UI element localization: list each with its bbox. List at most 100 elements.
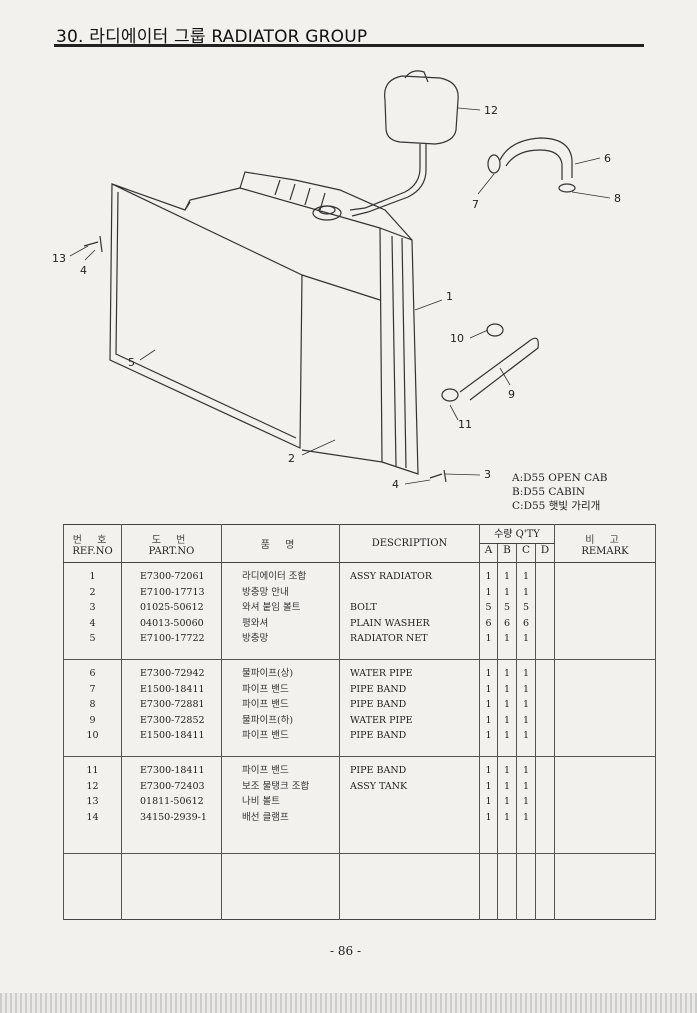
callout-4b: 4 [392,478,399,491]
table-cell: PIPE BAND [350,683,407,695]
scan-edge [0,993,697,1013]
table-cell: 01025-50612 [140,602,204,613]
table-cell: 1 [503,811,511,823]
table-cell: BOLT [350,602,377,613]
table-cell: 와셔 붙임 볼트 [242,602,301,613]
qty-c-head: C [516,543,536,563]
table-cell: 1 [485,796,492,807]
radiator-exploded-diagram: 12 6 8 7 13 4 1 5 10 9 11 2 3 4 [52,70,621,491]
table-cell: 10 [86,730,99,741]
table-cell: 1 [522,633,530,644]
table-cell: E7300-72942 [140,668,205,679]
table-cell: E7100-17722 [140,633,205,644]
legend-a: A:D55 OPEN CAB [512,472,608,484]
table-cell: 4 [89,617,96,629]
table-cell: 1 [522,780,530,792]
table-cell [536,569,554,585]
table-cell: RADIATOR NET [350,633,428,644]
cell-d [535,756,555,854]
lower-hose [459,337,539,401]
table-cell: E7300-18411 [140,765,205,776]
table-cell: 12 [86,780,99,792]
page-title: 30. 라디에이터 그룹 RADIATOR GROUP [56,27,368,47]
callout-1: 1 [446,290,453,303]
cell-remark [554,562,656,660]
overflow-hose [349,144,421,211]
table-cell: 9 [89,714,96,726]
table-cell: PLAIN WASHER [350,617,430,629]
table-cell: 1 [522,796,530,807]
table-cell [536,794,554,810]
table-cell: 방충망 [242,633,269,644]
callout-13: 13 [52,252,66,265]
cell-remark [554,756,656,854]
table-cell: 8 [89,699,96,710]
table-cell: 1 [503,765,511,776]
callout-3: 3 [484,468,491,481]
callout-11: 11 [458,418,472,431]
page-number: - 86 - [330,944,362,958]
table-cell [350,585,479,601]
cell-desc: ASSY RADIATOR BOLT PLAIN WASHER RADIATOR NE… [339,562,480,660]
callout-12: 12 [484,104,498,117]
table-cell [536,713,554,729]
table-cell [536,682,554,698]
table-cell: E7300-72061 [140,571,205,582]
callout-8: 8 [614,192,621,205]
table-cell: E1500-18411 [140,730,205,741]
col-qty: 수량 Q'TY [479,524,555,544]
table-cell: 1 [503,571,511,582]
table-cell: E7300-72881 [140,699,205,710]
table-cell: 1 [503,668,511,679]
radiator-core [239,187,383,463]
table-cell: E7300-72403 [140,780,205,792]
table-cell: 파이프 밴드 [242,730,289,741]
table-cell: 1 [522,765,530,776]
table-cell: 1 [89,571,96,582]
table-cell: 1 [522,730,530,741]
table-cell [536,616,554,632]
table-cell: 5 [503,602,511,613]
callout-5: 5 [128,356,135,369]
reserve-tank [384,75,459,145]
table-cell: WATER PIPE [350,714,413,726]
table-cell: 배선 클램프 [242,811,289,823]
table-row-empty [63,853,656,920]
table-cell [536,779,554,795]
table-cell: 1 [522,683,530,695]
table-cell: WATER PIPE [350,668,413,679]
table-cell: ASSY RADIATOR [350,571,433,582]
table-cell: 파이프 밴드 [242,765,289,776]
table-cell [536,666,554,682]
table-cell: 11 [86,765,99,776]
table-cell: 1 [503,586,511,598]
qty-b-head: B [497,543,517,563]
table-cell: 보조 물탱크 조합 [242,780,310,792]
table-cell [350,810,479,826]
table-cell: 1 [485,683,492,695]
table-cell: 6 [89,668,96,679]
table-cell: 1 [503,780,511,792]
cell-remark [554,659,656,757]
table-cell [536,763,554,779]
table-cell: PIPE BAND [350,765,407,776]
table-cell: 1 [522,699,530,710]
table-cell: 04013-50060 [140,617,204,629]
